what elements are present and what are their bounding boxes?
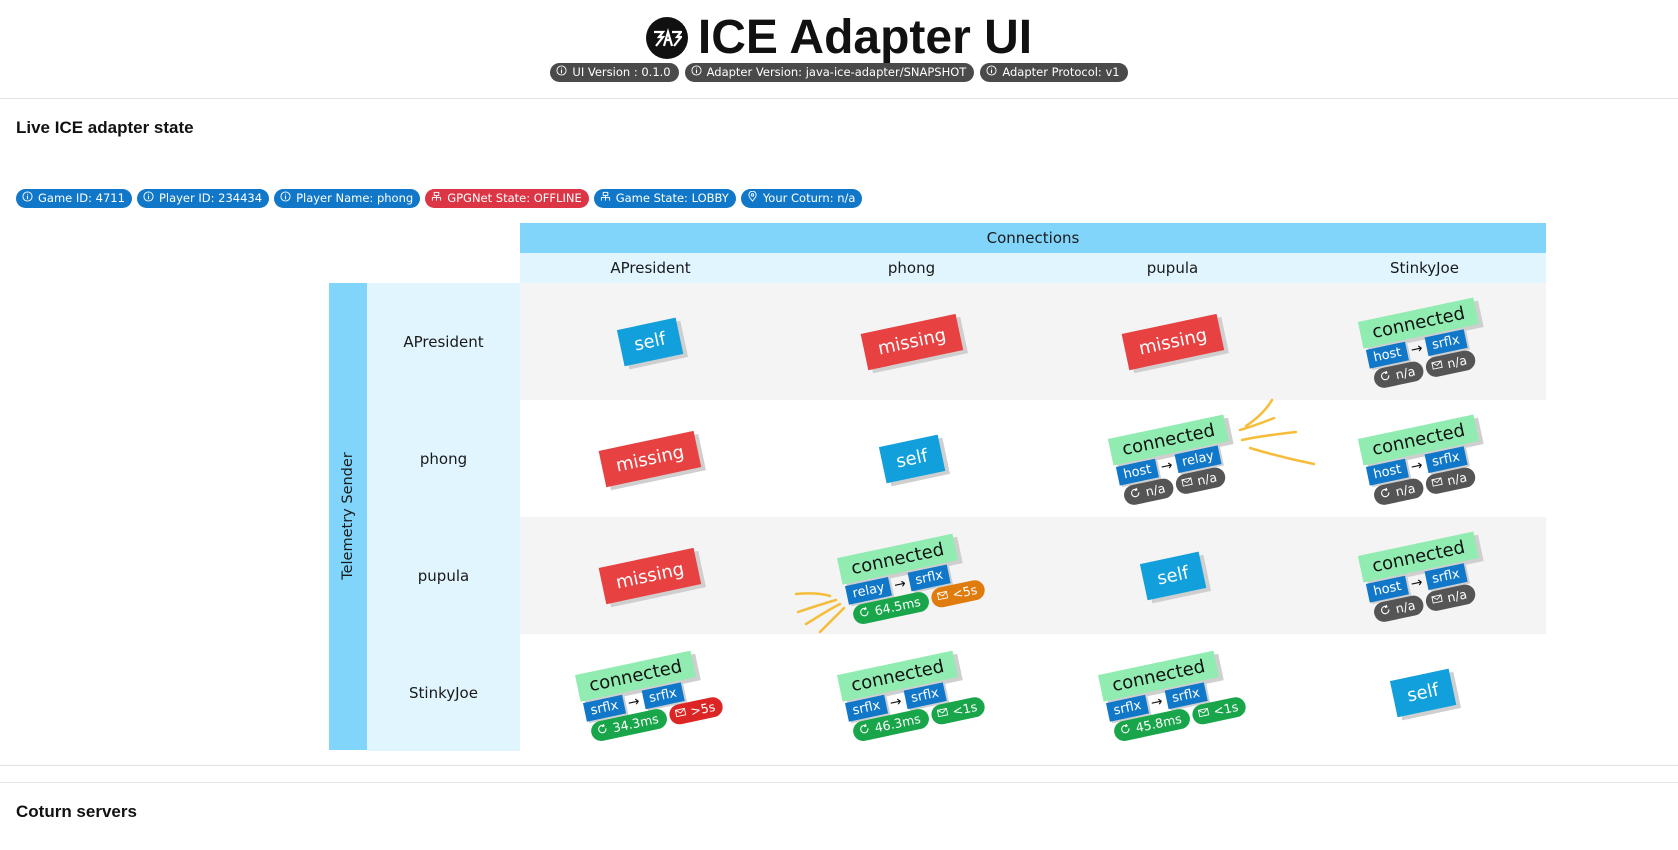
arrow-right-icon: → [892,574,908,593]
adapter-version-badge: Adapter Version: java-ice-adapter/SNAPSH… [684,63,975,82]
state-badge: Player Name: phong [274,189,421,208]
rtt-badge: 46.3ms [851,706,931,743]
section-divider [0,782,1678,783]
last-message-badge: >5s [667,694,726,726]
envelope-icon [935,703,950,725]
last-message-badge: n/a [1423,465,1477,496]
ui-version-badge: UI Version : 0.1.0 [550,63,679,82]
refresh-icon [595,719,610,741]
refresh-icon [1118,719,1133,741]
telemetry-sender-band [329,283,367,750]
rtt-badge: 34.3ms [589,706,669,743]
faf-logo-icon [645,17,688,59]
envelope-icon [1196,703,1211,725]
info-icon [280,189,291,208]
envelope-icon [1180,472,1195,494]
column-header: pupula [1042,253,1303,283]
envelope-icon [1430,355,1445,377]
arrow-right-icon: → [626,692,642,711]
refresh-icon [1378,483,1393,505]
activity-scribble-icon [794,592,846,634]
info-icon [22,189,33,208]
arrow-right-icon: → [1409,456,1425,475]
last-message-badge: n/a [1423,582,1477,613]
rtt-badge: n/a [1372,593,1426,624]
envelope-icon [935,586,950,608]
rtt-badge: n/a [1372,476,1426,507]
title-row: ICE Adapter UI [0,8,1678,68]
stats-row: 46.3ms<1s [851,694,988,743]
rtt-badge: 64.5ms [851,589,931,626]
adapter-protocol-badge: Adapter Protocol: v1 [980,63,1128,82]
rtt-badge: n/a [1122,476,1176,507]
state-badge: Player ID: 234434 [136,189,270,208]
info-icon [143,189,154,208]
last-message-badge: <1s [929,694,988,726]
stats-row: 34.3ms>5s [589,694,726,743]
coturn-section-title: Coturn servers [16,802,137,821]
last-message-badge: <1s [1190,694,1249,726]
info-icon [986,63,997,82]
section-divider [0,765,1678,766]
refresh-icon [857,719,872,741]
stats-row: 45.8ms<1s [1112,694,1249,743]
app-header: ICE Adapter UI UI Version : 0.1.0 Adapte… [0,0,1678,99]
activity-scribble-icon [1238,398,1316,466]
state-badge: Game ID: 4711 [16,189,132,208]
arrow-right-icon: → [1149,692,1165,711]
page-title: ICE Adapter UI [697,11,1033,64]
arrow-right-icon: → [1159,456,1175,475]
state-badge: Game State: LOBBY [593,189,736,208]
stats-row: 64.5ms<5s [851,577,988,626]
last-message-badge: <5s [929,577,988,609]
arrow-right-icon: → [1409,339,1425,358]
column-header: StinkyJoe [1303,253,1546,283]
envelope-icon [673,703,688,725]
lan-icon [600,189,611,208]
location-pin-icon [747,189,758,208]
rtt-badge: 45.8ms [1112,706,1192,743]
connections-header: Connections [520,223,1546,253]
arrow-right-icon: → [888,692,904,711]
row-header: APresident [367,283,520,400]
info-icon [691,63,702,82]
info-icon [556,63,567,82]
state-badge: GPGNet State: OFFLINE [425,189,589,208]
refresh-icon [1128,483,1143,505]
last-message-badge: n/a [1423,348,1477,379]
refresh-icon [1378,366,1393,388]
envelope-icon [1430,472,1445,494]
arrow-right-icon: → [1409,573,1425,592]
state-badge: Your Coturn: n/a [740,189,863,208]
live-section-title: Live ICE adapter state [16,118,194,137]
row-header: pupula [367,517,520,634]
envelope-icon [1430,589,1445,611]
column-header: APresident [520,253,781,283]
rtt-badge: n/a [1372,359,1426,390]
last-message-badge: n/a [1173,465,1227,496]
version-badges: UI Version : 0.1.0 Adapter Version: java… [0,63,1678,82]
lan-icon [431,189,442,208]
telemetry-sender-label: Telemetry Sender [340,452,356,580]
row-header: StinkyJoe [367,634,520,751]
refresh-icon [1378,600,1393,622]
column-header: phong [781,253,1042,283]
row-header: phong [367,400,520,517]
refresh-icon [857,602,872,624]
